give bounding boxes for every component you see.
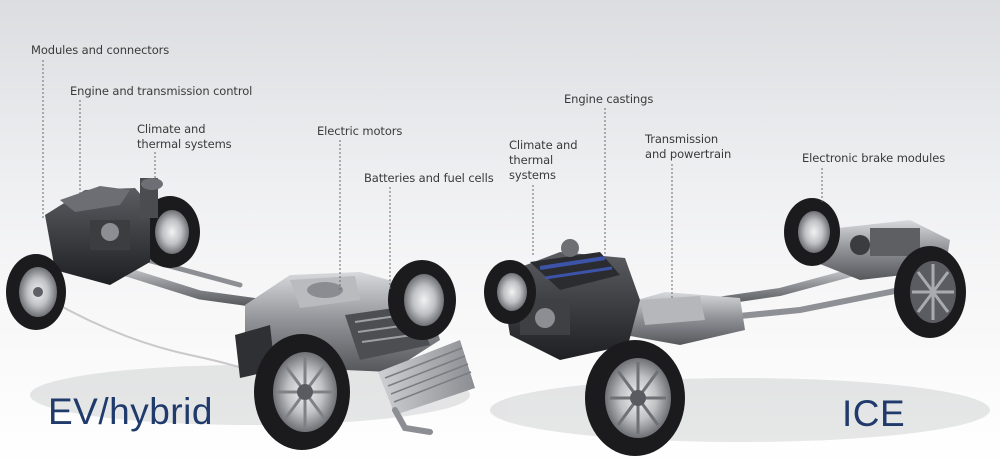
ice-transmission [620, 292, 745, 345]
callout-ice-climate-thermal: Climate and thermal systems [509, 138, 578, 182]
ice-front-near-wheel [585, 340, 685, 456]
ev-chassis [6, 178, 475, 450]
ev-rear-near-wheel [6, 254, 66, 330]
ice-engine [500, 239, 640, 360]
ice-rear-near-wheel [894, 246, 966, 338]
callout-engine-castings: Engine castings [564, 92, 654, 106]
ice-chassis [484, 198, 966, 456]
ev-intercooler [378, 340, 475, 435]
ice-front-far-wheel [484, 260, 536, 324]
ev-front-near-wheel [254, 334, 350, 450]
ev-engine-block [45, 178, 163, 285]
ice-title: ICE [842, 393, 906, 434]
callout-electric-motors: Electric motors [317, 124, 403, 138]
callout-transmission-powertrain: Transmission and powertrain [645, 132, 732, 161]
callout-modules-connectors: Modules and connectors [31, 43, 170, 57]
callout-batteries-fuel-cells: Batteries and fuel cells [364, 171, 494, 185]
callout-electronic-brake-modules: Electronic brake modules [802, 151, 946, 165]
ev-hybrid-title: EV/hybrid [48, 391, 213, 432]
ice-rear-far-wheel [784, 198, 840, 266]
ev-front-far-wheel [388, 260, 456, 340]
callout-ev-climate-thermal: Climate and thermal systems [137, 122, 232, 151]
callout-engine-transmission-control: Engine and transmission control [70, 84, 253, 98]
leader-lines [42, 60, 823, 298]
